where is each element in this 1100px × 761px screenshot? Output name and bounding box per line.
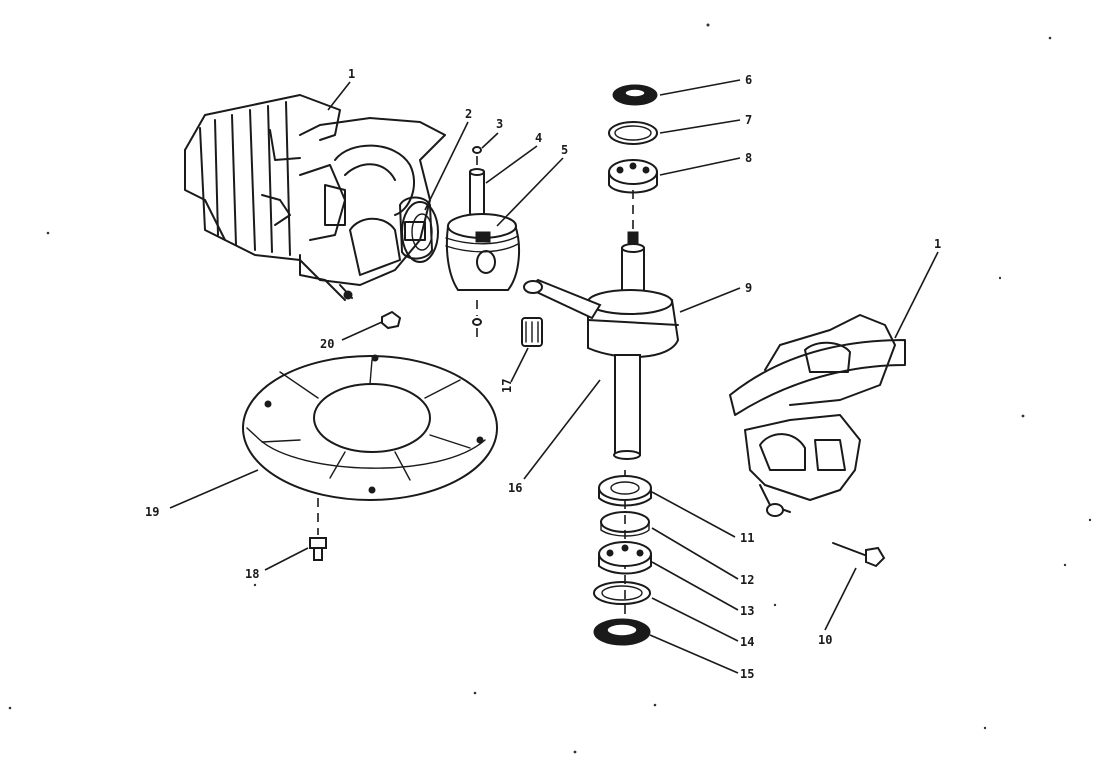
base-plate-bolt bbox=[309, 498, 327, 561]
callout-1-top: 1 bbox=[348, 67, 355, 81]
piston-pin-clips bbox=[472, 146, 482, 340]
callout-8: 8 bbox=[745, 151, 752, 165]
callout-1-right: 1 bbox=[934, 237, 941, 251]
crankcase-cylinder-block bbox=[184, 94, 446, 301]
callout-11: 11 bbox=[740, 531, 754, 545]
piston-pin bbox=[469, 168, 485, 216]
top-bearing bbox=[608, 159, 658, 194]
gasket-ring bbox=[401, 201, 439, 263]
mounting-base-plate bbox=[242, 354, 498, 501]
callout-14: 14 bbox=[740, 635, 754, 649]
callout-17: 17 bbox=[500, 379, 514, 393]
connecting-rod bbox=[523, 278, 602, 320]
callout-9: 9 bbox=[745, 281, 752, 295]
needle-bearing bbox=[521, 317, 543, 347]
callout-18: 18 bbox=[245, 567, 259, 581]
lower-roller-bearing bbox=[598, 541, 652, 575]
callout-numbers: 1 2 3 4 5 6 7 8 9 1 10 11 12 13 14 15 16… bbox=[145, 67, 941, 681]
callout-10: 10 bbox=[818, 633, 832, 647]
callout-6: 6 bbox=[745, 73, 752, 87]
top-retaining-ring bbox=[608, 121, 658, 145]
callout-15: 15 bbox=[740, 667, 754, 681]
callout-16: 16 bbox=[508, 481, 522, 495]
callout-19: 19 bbox=[145, 505, 159, 519]
small-nut bbox=[381, 310, 402, 330]
bottom-oil-seal bbox=[593, 618, 651, 646]
callout-7: 7 bbox=[745, 113, 752, 127]
callout-12: 12 bbox=[740, 573, 754, 587]
piston bbox=[445, 213, 520, 291]
callout-4: 4 bbox=[535, 131, 542, 145]
lower-ring-spacer bbox=[600, 511, 650, 537]
callout-13: 13 bbox=[740, 604, 754, 618]
leader-lines bbox=[169, 79, 939, 674]
callout-5: 5 bbox=[561, 143, 568, 157]
scan-specks bbox=[8, 23, 1092, 754]
top-oil-seal bbox=[612, 84, 658, 106]
callout-2: 2 bbox=[465, 107, 472, 121]
housing-bolt bbox=[832, 542, 886, 568]
lower-retaining-ring bbox=[593, 581, 651, 605]
crankshaft bbox=[587, 231, 680, 460]
callout-20: 20 bbox=[320, 337, 334, 351]
callout-3: 3 bbox=[496, 117, 503, 131]
lower-bearing bbox=[598, 475, 652, 507]
crankcase-cover-housing bbox=[729, 314, 906, 517]
